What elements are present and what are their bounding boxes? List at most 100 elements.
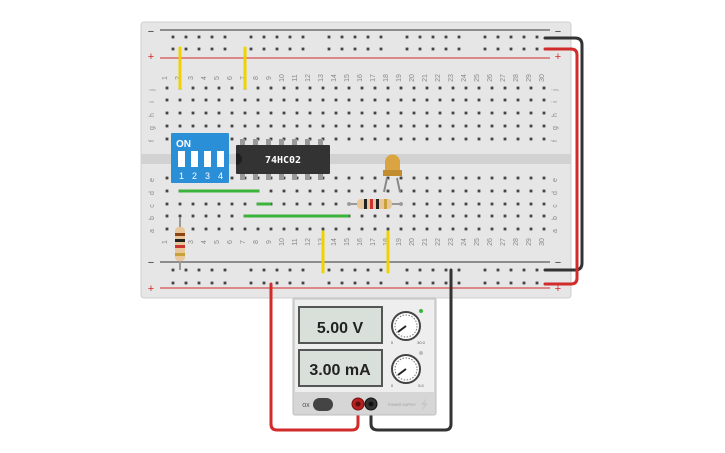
terminal-hole[interactable]: [360, 189, 364, 193]
terminal-hole[interactable]: [269, 189, 273, 193]
terminal-hole[interactable]: [451, 202, 455, 206]
terminal-hole[interactable]: [191, 98, 195, 102]
terminal-hole[interactable]: [269, 111, 273, 115]
dip-toggle-2[interactable]: [191, 151, 198, 167]
terminal-hole[interactable]: [321, 124, 325, 128]
jumper-wires[interactable]: [178, 46, 390, 274]
rail-hole[interactable]: [197, 35, 201, 39]
rail-hole[interactable]: [249, 281, 253, 285]
terminal-hole[interactable]: [347, 227, 351, 231]
rail-hole[interactable]: [522, 47, 526, 51]
rail-hole[interactable]: [483, 281, 487, 285]
terminal-hole[interactable]: [425, 189, 429, 193]
terminal-hole[interactable]: [529, 227, 533, 231]
rail-hole[interactable]: [249, 268, 253, 272]
terminal-hole[interactable]: [178, 111, 182, 115]
terminal-hole[interactable]: [217, 227, 221, 231]
terminal-hole[interactable]: [243, 98, 247, 102]
terminal-hole[interactable]: [529, 176, 533, 180]
terminal-hole[interactable]: [425, 111, 429, 115]
rail-hole[interactable]: [353, 47, 357, 51]
terminal-hole[interactable]: [425, 202, 429, 206]
rail-hole[interactable]: [249, 35, 253, 39]
rail-hole[interactable]: [275, 35, 279, 39]
terminal-hole[interactable]: [386, 137, 390, 141]
rail-hole[interactable]: [405, 268, 409, 272]
terminal-hole[interactable]: [347, 189, 351, 193]
terminal-hole[interactable]: [529, 137, 533, 141]
terminal-hole[interactable]: [334, 176, 338, 180]
terminal-hole[interactable]: [308, 202, 312, 206]
terminal-hole[interactable]: [438, 214, 442, 218]
terminal-hole[interactable]: [360, 137, 364, 141]
terminal-hole[interactable]: [321, 189, 325, 193]
terminal-hole[interactable]: [529, 86, 533, 90]
rail-hole[interactable]: [262, 35, 266, 39]
rail-hole[interactable]: [444, 281, 448, 285]
terminal-hole[interactable]: [256, 111, 260, 115]
rail-hole[interactable]: [171, 281, 175, 285]
rail-hole[interactable]: [483, 35, 487, 39]
terminal-hole[interactable]: [230, 176, 234, 180]
rail-hole[interactable]: [366, 281, 370, 285]
terminal-hole[interactable]: [438, 86, 442, 90]
terminal-hole[interactable]: [477, 98, 481, 102]
terminal-hole[interactable]: [464, 124, 468, 128]
terminal-hole[interactable]: [477, 124, 481, 128]
terminal-hole[interactable]: [230, 214, 234, 218]
terminal-hole[interactable]: [373, 227, 377, 231]
terminal-hole[interactable]: [464, 111, 468, 115]
terminal-hole[interactable]: [542, 214, 546, 218]
terminal-hole[interactable]: [477, 86, 481, 90]
terminal-hole[interactable]: [451, 137, 455, 141]
rail-hole[interactable]: [301, 281, 305, 285]
terminal-hole[interactable]: [503, 98, 507, 102]
terminal-hole[interactable]: [217, 124, 221, 128]
red-wire-right[interactable]: [543, 47, 579, 286]
rail-hole[interactable]: [171, 47, 175, 51]
terminal-hole[interactable]: [412, 176, 416, 180]
terminal-hole[interactable]: [477, 137, 481, 141]
terminal-hole[interactable]: [399, 137, 403, 141]
dip-toggle-3[interactable]: [204, 151, 211, 167]
terminal-hole[interactable]: [529, 214, 533, 218]
terminal-hole[interactable]: [542, 189, 546, 193]
rail-hole[interactable]: [301, 268, 305, 272]
terminal-hole[interactable]: [503, 111, 507, 115]
terminal-hole[interactable]: [542, 137, 546, 141]
terminal-hole[interactable]: [529, 98, 533, 102]
terminal-hole[interactable]: [243, 124, 247, 128]
rail-hole[interactable]: [509, 268, 513, 272]
resistor-horizontal[interactable]: [348, 199, 402, 209]
terminal-hole[interactable]: [204, 227, 208, 231]
terminal-hole[interactable]: [165, 137, 169, 141]
rail-hole[interactable]: [288, 281, 292, 285]
rail-hole[interactable]: [522, 268, 526, 272]
terminal-hole[interactable]: [230, 111, 234, 115]
rail-hole[interactable]: [210, 47, 214, 51]
terminal-hole[interactable]: [451, 227, 455, 231]
terminal-hole[interactable]: [438, 111, 442, 115]
terminal-hole[interactable]: [464, 189, 468, 193]
rail-hole[interactable]: [197, 281, 201, 285]
rail-hole[interactable]: [496, 281, 500, 285]
rail-hole[interactable]: [223, 47, 227, 51]
terminal-hole[interactable]: [165, 214, 169, 218]
rail-hole[interactable]: [288, 268, 292, 272]
terminal-hole[interactable]: [464, 176, 468, 180]
terminal-hole[interactable]: [295, 189, 299, 193]
current-knob[interactable]: [391, 354, 421, 384]
rail-hole[interactable]: [197, 268, 201, 272]
rail-hole[interactable]: [197, 47, 201, 51]
rail-hole[interactable]: [184, 268, 188, 272]
terminal-hole[interactable]: [204, 86, 208, 90]
rail-hole[interactable]: [496, 47, 500, 51]
terminal-hole[interactable]: [256, 124, 260, 128]
rail-hole[interactable]: [444, 268, 448, 272]
terminal-hole[interactable]: [399, 98, 403, 102]
terminal-hole[interactable]: [334, 227, 338, 231]
terminal-hole[interactable]: [477, 176, 481, 180]
terminal-hole[interactable]: [477, 202, 481, 206]
terminal-hole[interactable]: [399, 124, 403, 128]
terminal-hole[interactable]: [490, 189, 494, 193]
